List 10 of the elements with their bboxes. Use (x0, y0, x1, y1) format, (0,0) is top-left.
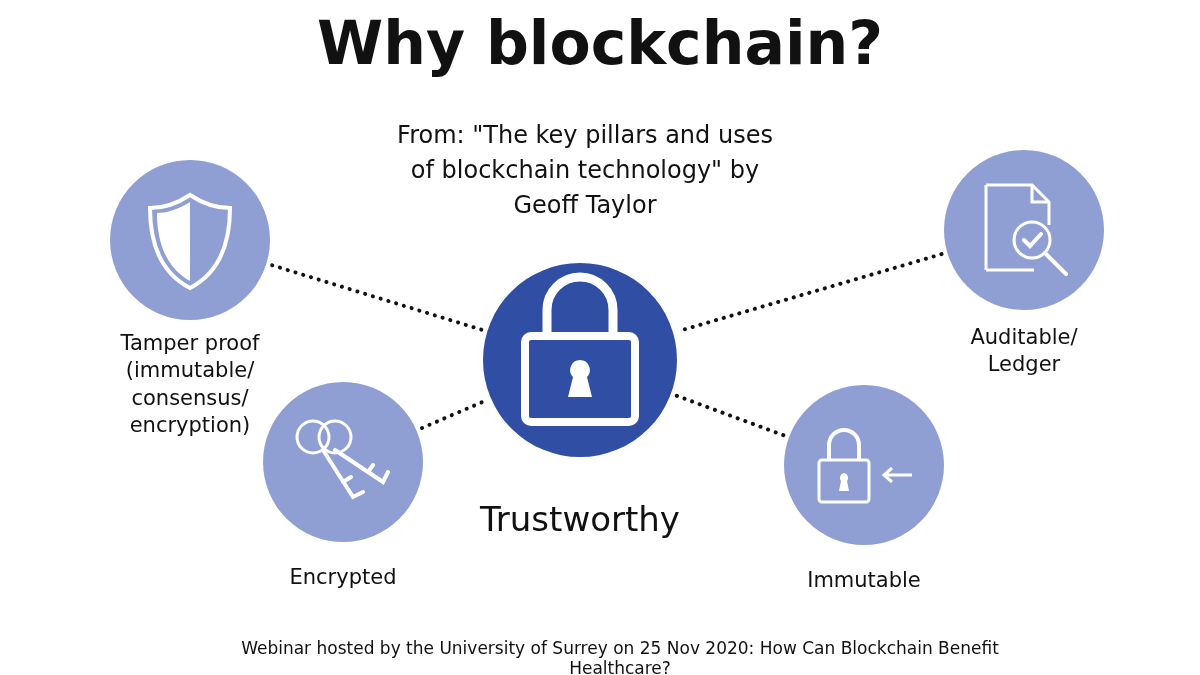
title: Why blockchain? (316, 8, 884, 78)
pillar-label: Auditable/ Ledger (969, 324, 1079, 379)
caption: Webinar hosted by the University of Surrey on 25 Nov 2020: How Can Blockchain Benefit Healthcare? (240, 638, 1000, 675)
dotted-connector (270, 263, 484, 332)
pillar-label: Trustworthy (479, 498, 681, 541)
pillar-label: Immutable (806, 567, 922, 594)
subtitle: From: "The key pillars and uses of blockchain technology" by Geoff Taylor (396, 120, 774, 221)
pillar-label: Encrypted (288, 564, 398, 591)
dotted-connector (674, 393, 786, 438)
pillar-label: Tamper proof (immutable/ consensus/ encryption) (119, 330, 261, 439)
